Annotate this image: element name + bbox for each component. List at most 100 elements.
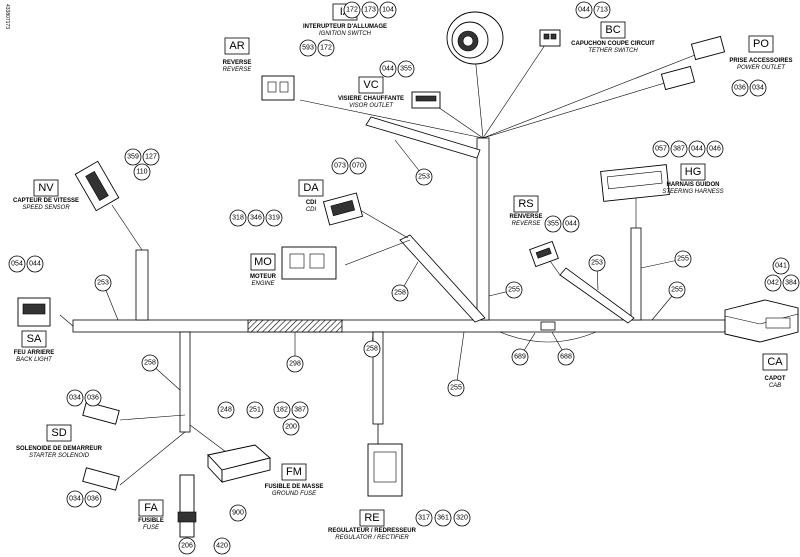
ref-bubble: [652, 140, 670, 158]
ref-number: 593: [302, 45, 314, 52]
ref-number: 041: [775, 263, 787, 270]
ref-bubble: [178, 537, 196, 555]
connector-code-box: [281, 463, 307, 481]
ref-number: 110: [136, 169, 147, 176]
ref-bubble: [229, 504, 247, 522]
connector-name-en: REGULATOR / RECTIFIER: [335, 535, 409, 541]
wire-callout-w255a: 255: [488, 281, 523, 299]
lead-bc: [482, 44, 546, 139]
ref-bubble: [782, 274, 800, 292]
ref-bubble: [772, 257, 790, 275]
ref-number: 387: [673, 146, 685, 153]
branch-nv: [135, 249, 149, 321]
ref-bubble: [142, 148, 160, 166]
callout-bubble: [588, 254, 606, 272]
ref-number: 900: [232, 510, 244, 517]
wire-callout-w258a: 258: [141, 354, 181, 391]
ignition-switch-part: [446, 11, 504, 65]
connector-name-en: POWER OUTLET: [737, 65, 786, 71]
connector-code: NV: [38, 182, 54, 194]
connector-name-en: STARTER SOLENOID: [29, 453, 90, 459]
starter-solenoid-part: [82, 401, 120, 491]
ref-number: 355: [400, 66, 412, 73]
ref-number: 044: [691, 146, 703, 153]
ref-bubble: [688, 140, 706, 158]
connector-code: SA: [27, 333, 42, 345]
wire-callout-w688: 688: [551, 331, 575, 366]
connector-code: VC: [363, 79, 378, 91]
connector-code-box: [33, 179, 59, 197]
ref-bubble: [291, 401, 309, 419]
ref-bubble: [379, 60, 397, 78]
connector-name-fr: CAPUCHON COUPE CIRCUIT: [571, 41, 655, 47]
ref-bubble: [749, 79, 767, 97]
ref-bubble: [593, 1, 611, 19]
lead-sa: [59, 314, 74, 327]
branch-rs: [559, 267, 635, 324]
connector-code-box: [250, 253, 276, 271]
ref-number: 420: [216, 543, 228, 550]
ref-bubble: [124, 148, 142, 166]
callout-number: 258: [394, 290, 406, 297]
back-light-part: [17, 297, 51, 327]
connector-name-en: REVERSE: [223, 67, 253, 73]
connector-name-en: TETHER SWITCH: [588, 48, 638, 54]
ref-number: 317: [418, 515, 430, 522]
ref-bubble: [349, 157, 367, 175]
speed-sensor-part: [74, 160, 120, 212]
ref-number: 073: [334, 163, 346, 170]
ref-number: 046: [709, 146, 721, 153]
ref-bubble: [562, 215, 580, 233]
connector-code: DA: [303, 182, 319, 194]
connector-name-fr: FEU ARRIERE: [14, 350, 54, 356]
connector-code: SD: [51, 427, 66, 439]
connector-code: AR: [229, 40, 244, 52]
callout-bubble: [668, 281, 686, 299]
engine-part: [281, 246, 337, 280]
ref-bubble: [731, 79, 749, 97]
wire-callout-w253c: 253: [588, 254, 606, 291]
connector-name-en: IGNITION SWITCH: [319, 31, 372, 37]
ref-number: 044: [29, 261, 41, 268]
lead-ar: [299, 99, 484, 139]
wire-callout-w255b: 255: [640, 250, 692, 269]
lead-da: [359, 209, 409, 239]
ref-bubble: [397, 60, 415, 78]
ref-number: 359: [127, 154, 139, 161]
ref-number: 057: [655, 146, 667, 153]
branch-ar: [365, 116, 481, 159]
branch-fa: [179, 331, 191, 433]
connector-name-fr: CAPTEUR DE VITESSE: [13, 198, 79, 204]
callout-number: 255: [450, 385, 462, 392]
ref-bubble: [331, 157, 349, 175]
callout-bubble: [557, 348, 575, 366]
ref-bubble: [229, 209, 247, 227]
ref-bubble: [575, 1, 593, 19]
callout-number: 688: [560, 354, 572, 361]
ref-bubble: [66, 490, 84, 508]
ref-bubble: [764, 274, 782, 292]
callout-number: 255: [677, 256, 689, 263]
ref-number: 387: [294, 407, 306, 414]
lead-nv: [111, 204, 143, 251]
callout-bubble: [391, 284, 409, 302]
ref-bubble: [282, 418, 300, 436]
cab-part: [724, 299, 799, 343]
connector-code-box: [46, 424, 72, 442]
reverse-ar-part: [261, 75, 295, 101]
connector-code-box: [762, 353, 788, 371]
ref-number: 127: [145, 154, 157, 161]
connector-name-en: REVERSE: [512, 221, 542, 227]
ref-bubble: [273, 401, 291, 419]
ref-number: 318: [232, 215, 244, 222]
ref-number: 319: [268, 215, 280, 222]
